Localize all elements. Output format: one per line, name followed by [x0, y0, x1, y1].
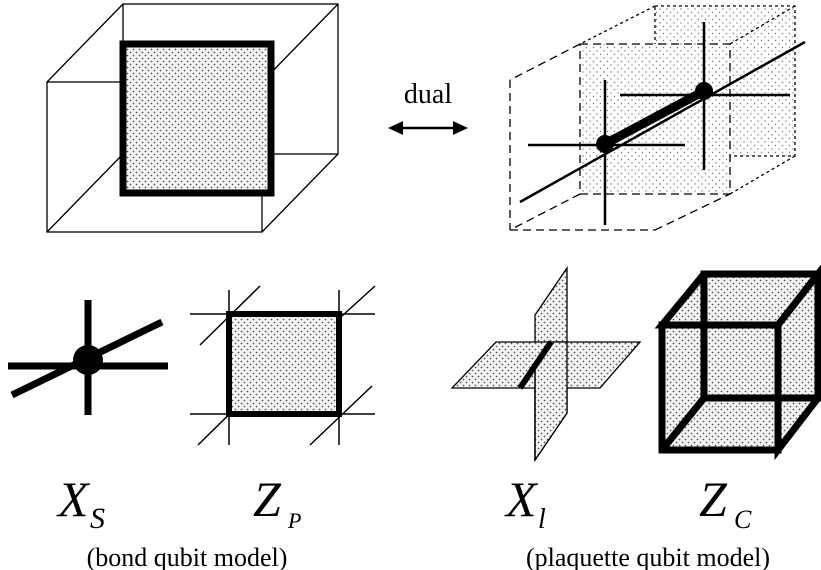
dual-edge	[600, 86, 709, 149]
highlighted-face	[119, 40, 275, 197]
dual-lattice	[509, 5, 806, 231]
zc-cube-operator	[654, 264, 821, 461]
svg-text:X: X	[504, 471, 539, 527]
primal-cube	[46, 3, 339, 233]
svg-text:C: C	[734, 505, 752, 534]
dual-label: dual	[404, 79, 452, 110]
svg-text:Z: Z	[699, 471, 728, 527]
xs-star-operator	[8, 300, 168, 415]
dual-arrow: dual	[388, 79, 468, 135]
caption-bond: (bond qubit model)	[87, 543, 288, 570]
label-zp: Z P	[253, 471, 301, 533]
svg-text:S: S	[90, 502, 105, 535]
svg-text:X: X	[56, 471, 91, 527]
svg-text:Z: Z	[253, 471, 282, 527]
label-xl: X l	[504, 471, 546, 535]
svg-text:l: l	[538, 504, 546, 535]
label-xs: X S	[56, 471, 105, 535]
caption-plaquette: (plaquette qubit model)	[526, 543, 770, 570]
zp-plaquette-operator	[190, 285, 376, 446]
xl-plane-operator	[450, 265, 642, 463]
label-zc: Z C	[699, 471, 752, 534]
svg-text:P: P	[287, 508, 301, 533]
dual-vertex	[596, 135, 614, 153]
dual-vertex	[695, 82, 713, 100]
